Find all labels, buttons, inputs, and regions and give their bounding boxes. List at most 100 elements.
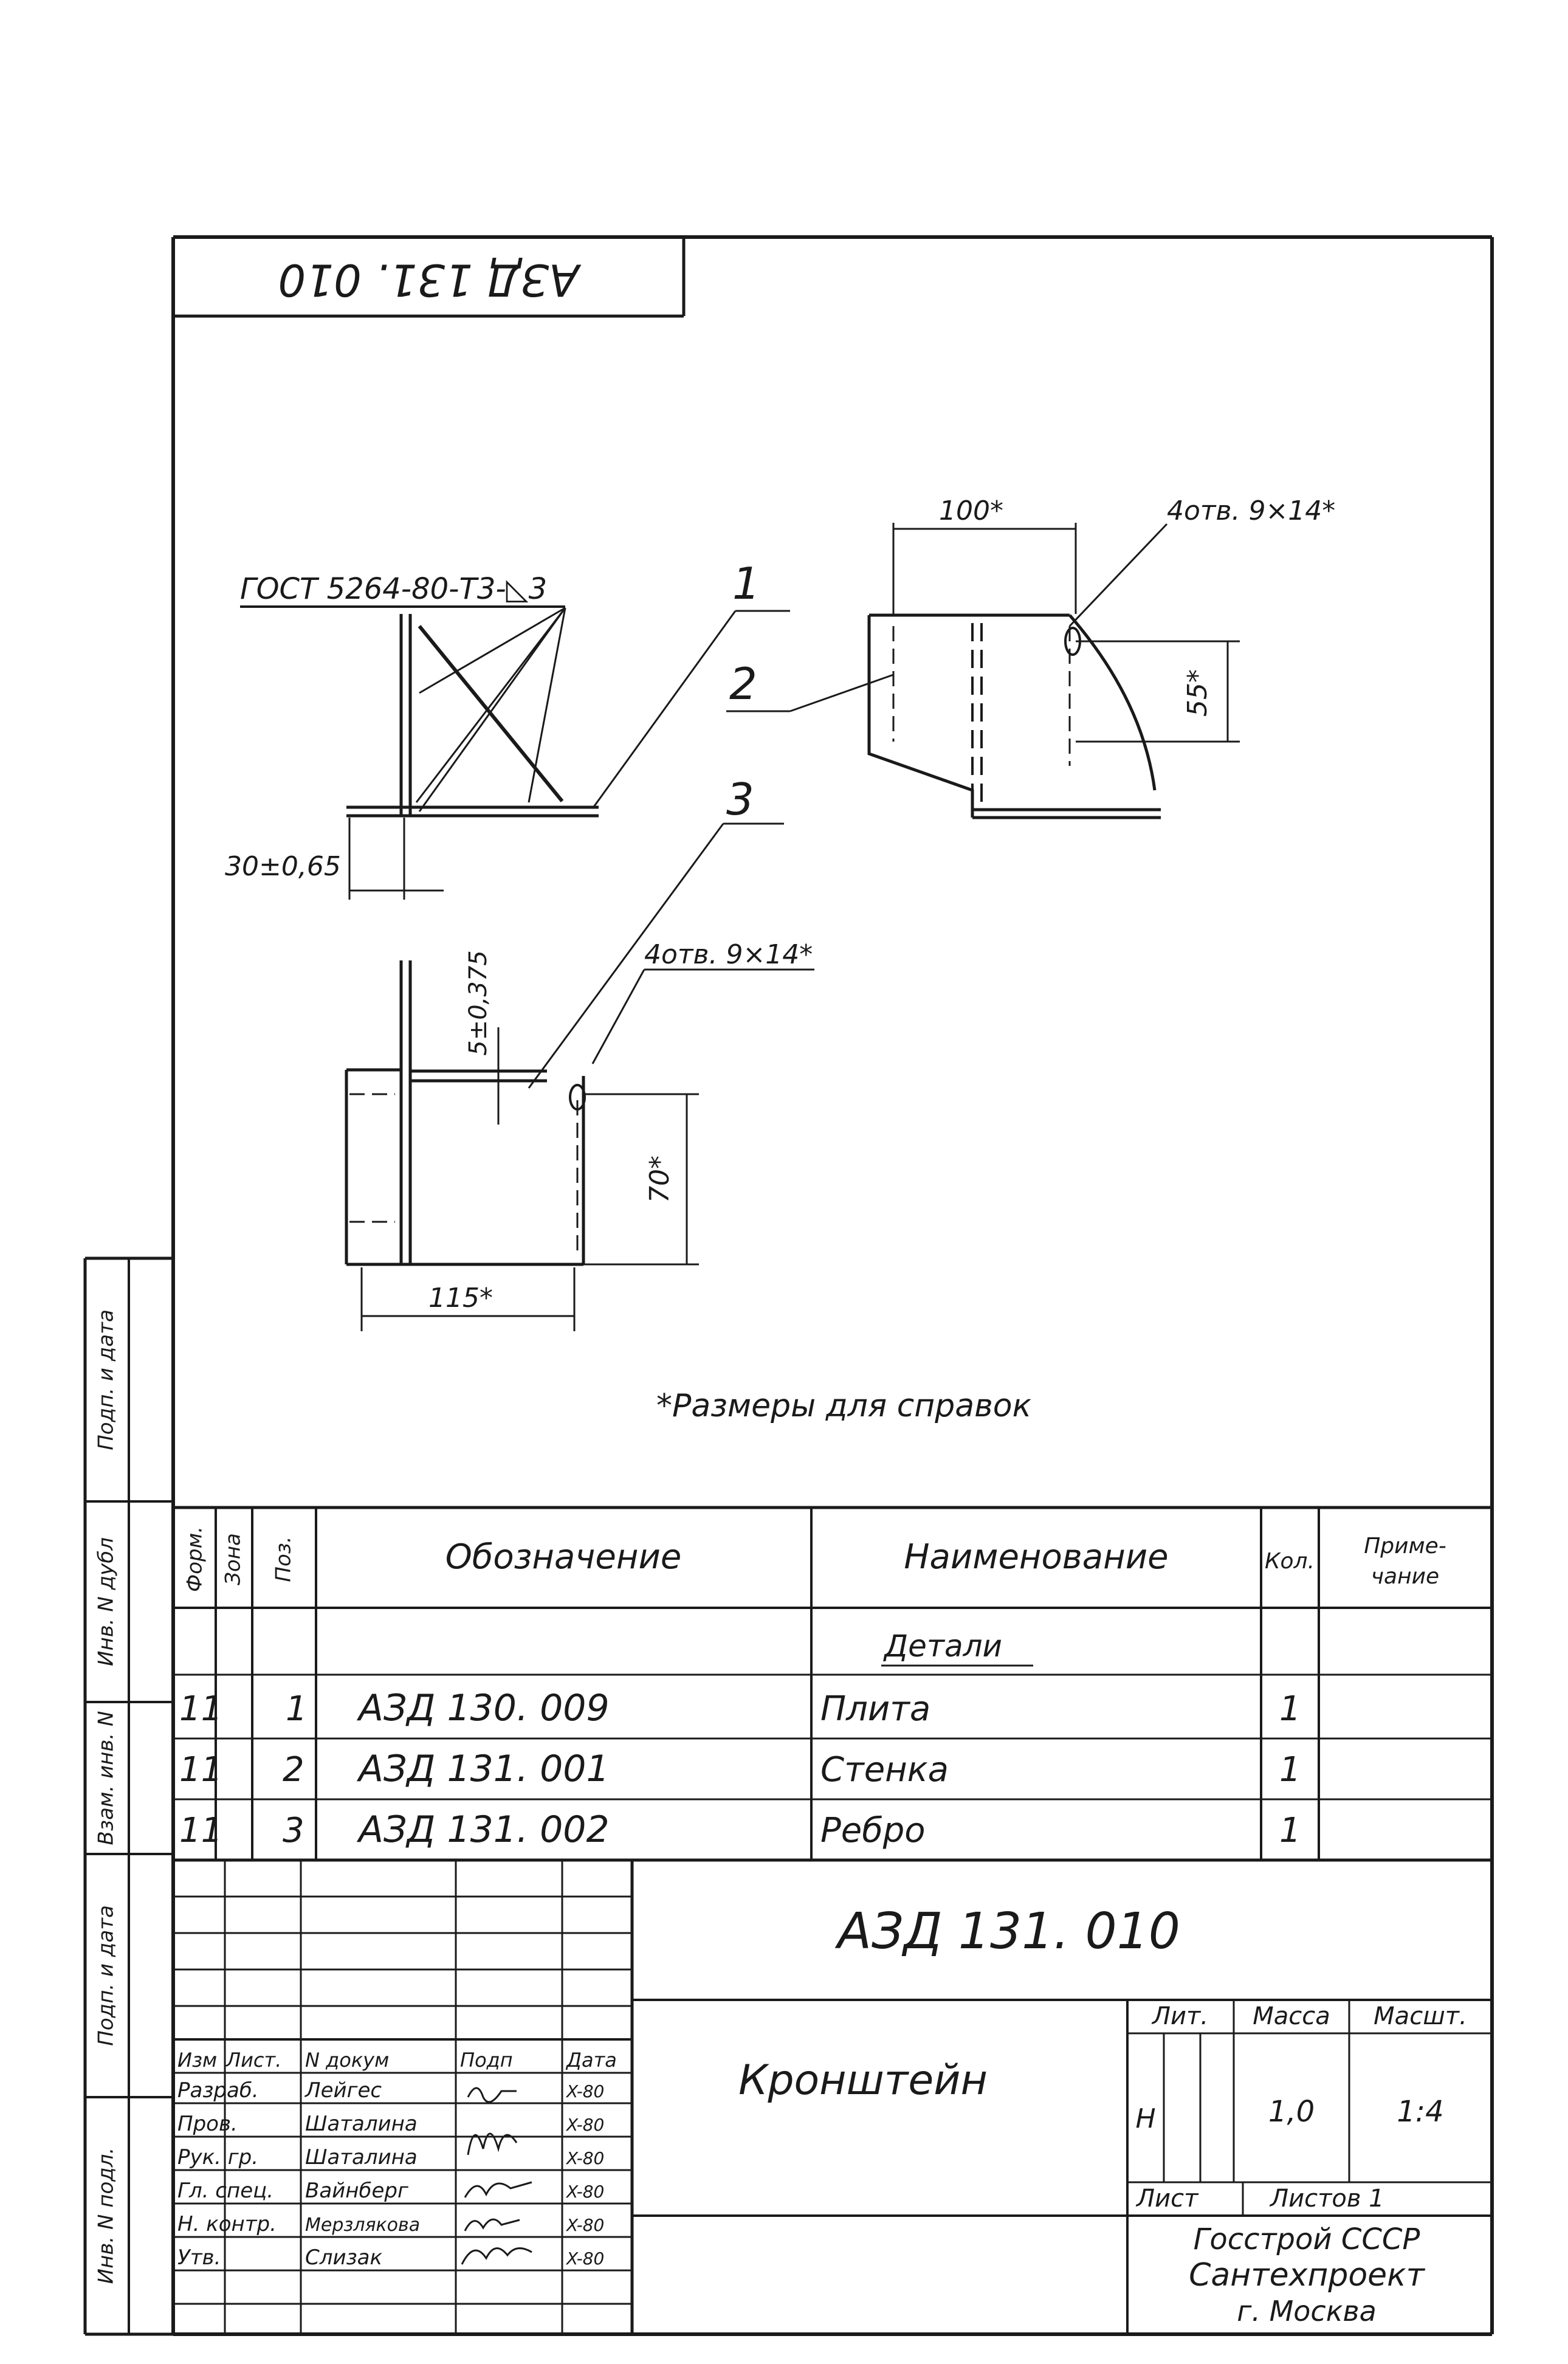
svg-text:АЗД 131. 002: АЗД 131. 002: [356, 1808, 610, 1851]
signer-row: Рук. гр. Шаталина X-80: [177, 2145, 604, 2169]
dim-70: 70*: [644, 1156, 675, 1203]
plan-view: 3 4отв. 9×14* 5±0,375 70*: [345, 774, 814, 1331]
sheet-frame: [171, 235, 1494, 2336]
dim-5: 5±0,375: [464, 950, 492, 1055]
header-zone: Зона: [221, 1533, 246, 1585]
svg-text:X-80: X-80: [565, 2249, 604, 2269]
signature: [461, 2247, 532, 2265]
mass-label: Масса: [1253, 2002, 1330, 2030]
top-code-text: АЗД 131. 010: [278, 254, 581, 305]
svg-text:X-80: X-80: [565, 2182, 604, 2202]
svg-text:X-80: X-80: [565, 2081, 604, 2101]
svg-text:2: 2: [283, 1750, 304, 1790]
lit-value: Н: [1135, 2103, 1155, 2134]
svg-text:Стенка: Стенка: [820, 1750, 949, 1790]
svg-text:1: 1: [1279, 1750, 1301, 1790]
svg-text:Гл. спец.: Гл. спец.: [177, 2179, 273, 2203]
dim-100: 100*: [939, 495, 1003, 526]
header-note-2: чание: [1371, 1564, 1439, 1589]
svg-text:11: 11: [179, 1811, 222, 1850]
svg-text:АЗД 130. 009: АЗД 130. 009: [356, 1687, 610, 1729]
svg-text:Мерзлякова: Мерзлякова: [305, 2214, 420, 2236]
hdr-izm: Изм: [177, 2049, 217, 2072]
header-designation: Обозначение: [445, 1537, 682, 1577]
table-row: 11 1 АЗД 130. 009 Плита 1: [179, 1687, 1301, 1729]
svg-text:11: 11: [179, 1689, 222, 1729]
signature: [467, 2087, 517, 2103]
org-line-3: г. Москва: [1237, 2295, 1377, 2328]
svg-text:АЗД 131. 001: АЗД 131. 001: [356, 1748, 610, 1790]
spec-table: Форм. Зона Поз. Обозначение Наименование…: [173, 1506, 1492, 1862]
svg-text:3: 3: [283, 1811, 304, 1850]
signer-row: Гл. спец. Вайнберг X-80: [177, 2179, 604, 2203]
signature: [467, 2132, 518, 2156]
holes-label-b: 4отв. 9×14*: [644, 939, 813, 970]
left-margin-strip: Подп. и дата Инв. N дубл Взам. инв. N По…: [83, 1256, 173, 2336]
header-name: Наименование: [904, 1537, 1168, 1577]
svg-text:Шаталина: Шаталина: [305, 2145, 418, 2169]
dim-55: 55*: [1182, 669, 1213, 717]
svg-text:X-80: X-80: [565, 2115, 604, 2135]
dim-115: 115*: [428, 1283, 493, 1314]
scale-value: 1:4: [1397, 2095, 1443, 2129]
hdr-sign: Подп: [460, 2049, 513, 2072]
callout-1: 1: [732, 558, 760, 609]
title-block: АЗД 131. 010 Кронштейн Лит. Масса Масшт.…: [173, 1860, 1492, 2334]
svg-text:11: 11: [179, 1750, 222, 1790]
sheet-label: Лист: [1135, 2185, 1199, 2213]
hdr-doc: N докум: [305, 2049, 389, 2072]
table-row: 11 2 АЗД 131. 001 Стенка 1: [179, 1748, 1301, 1790]
signature: [464, 2181, 532, 2198]
svg-text:Н. контр.: Н. контр.: [177, 2212, 277, 2236]
signer-row: Пров. Шаталина X-80: [177, 2112, 604, 2156]
side-view: 100* 4отв. 9×14* 55* 2: [726, 495, 1335, 819]
margin-label-signature-date-bottom: Подп. и дата: [94, 1905, 119, 2046]
org-line-2: Сантехпроект: [1189, 2257, 1425, 2293]
svg-text:Шаталина: Шаталина: [305, 2112, 418, 2136]
table-row: 11 3 АЗД 131. 002 Ребро 1: [179, 1808, 1301, 1851]
doc-code: АЗД 131. 010: [834, 1903, 1180, 1960]
margin-label-original-inventory: Инв. N подл.: [94, 2148, 119, 2284]
header-position: Поз.: [272, 1536, 296, 1582]
svg-text:Ребро: Ребро: [820, 1811, 926, 1850]
mass-value: 1,0: [1268, 2095, 1315, 2129]
doc-title: Кронштейн: [738, 2056, 988, 2104]
dim-30: 30±0,65: [225, 851, 341, 882]
section-parts: Детали: [883, 1628, 1002, 1664]
margin-label-signature-date-top: Подп. и дата: [94, 1309, 119, 1450]
lit-label: Лит.: [1151, 2002, 1208, 2030]
margin-label-duplicate-inventory: Инв. N дубл: [94, 1537, 119, 1666]
front-view: ГОСТ 5264-80-Т3-◺3 30±0,65 1: [225, 558, 790, 900]
header-quantity: Кол.: [1265, 1549, 1315, 1574]
svg-text:Плита: Плита: [820, 1689, 930, 1729]
svg-text:1: 1: [286, 1689, 308, 1729]
header-format: Форм.: [183, 1526, 207, 1592]
top-code-box: АЗД 131. 010: [173, 237, 686, 318]
svg-text:Лейгес: Лейгес: [304, 2078, 382, 2103]
svg-text:Разраб.: Разраб.: [177, 2078, 259, 2103]
hdr-list: Лист.: [225, 2049, 281, 2072]
signer-row: Разраб. Лейгес X-80: [177, 2078, 604, 2103]
weld-note: ГОСТ 5264-80-Т3-◺3: [240, 572, 547, 606]
svg-text:Рук. гр.: Рук. гр.: [177, 2145, 258, 2169]
callout-2: 2: [729, 658, 757, 709]
hdr-date: Дата: [565, 2049, 617, 2072]
svg-text:Вайнберг: Вайнберг: [305, 2179, 409, 2203]
svg-text:1: 1: [1279, 1811, 1301, 1850]
org-line-1: Госстрой СССР: [1194, 2222, 1420, 2256]
sheets-count: Листов 1: [1269, 2185, 1384, 2213]
svg-text:X-80: X-80: [565, 2215, 604, 2235]
signer-row: Утв. Слизак X-80: [177, 2245, 604, 2270]
holes-label-a: 4отв. 9×14*: [1167, 495, 1335, 526]
signer-row: Н. контр. Мерзлякова X-80: [177, 2212, 604, 2236]
callout-3: 3: [726, 774, 754, 825]
scale-label: Масшт.: [1374, 2002, 1467, 2030]
reference-note: *Размеры для справок: [656, 1388, 1032, 1424]
margin-label-replaced-inventory: Взам. инв. N: [94, 1711, 119, 1845]
svg-text:Утв.: Утв.: [177, 2245, 221, 2270]
header-note: Приме-: [1364, 1534, 1446, 1559]
svg-text:X-80: X-80: [565, 2148, 604, 2168]
svg-text:Пров.: Пров.: [177, 2112, 238, 2136]
svg-text:1: 1: [1279, 1689, 1301, 1729]
